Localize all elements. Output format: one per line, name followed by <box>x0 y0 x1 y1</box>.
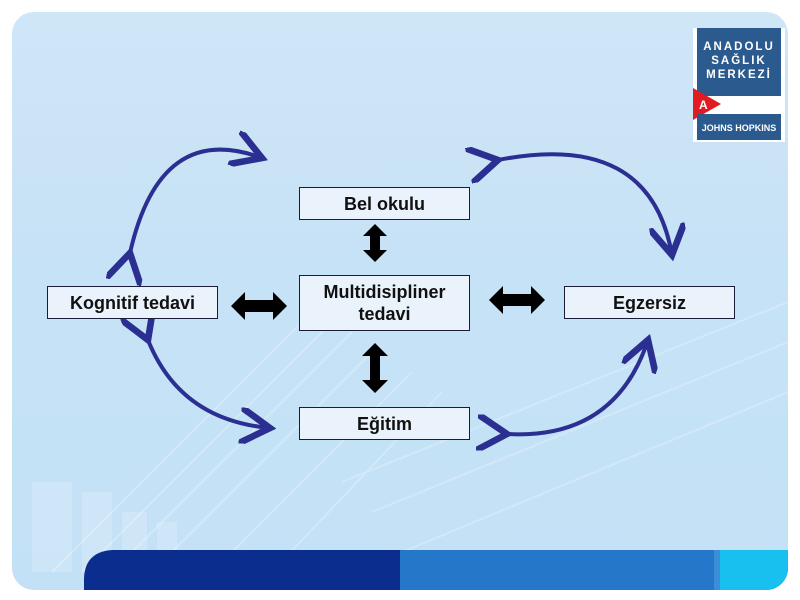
footer-mid <box>400 550 720 590</box>
node-multidisipliner-tedavi: Multidisipliner tedavi <box>299 275 470 331</box>
logo-line3: MERKEZİ <box>706 69 772 81</box>
curved-arrow-top-left <box>130 150 262 253</box>
node-kognitif-tedavi: Kognitif tedavi <box>47 286 218 319</box>
node-egitim-label: Eğitim <box>356 413 412 434</box>
double-arrow-bottom <box>362 343 388 393</box>
footer-band <box>84 550 788 590</box>
node-egzersiz-label: Egzersiz <box>612 292 687 313</box>
anadolu-logo: ANADOLU SAĞLIK MERKEZİ A JOHNS HOPKINS <box>693 28 785 142</box>
double-arrow-right <box>489 286 545 314</box>
svg-text:A: A <box>699 98 708 112</box>
footer-divider <box>714 550 720 590</box>
node-bel-okulu-label: Bel okulu <box>343 193 425 214</box>
curved-arrow-top-right <box>498 154 672 255</box>
node-egitim: Eğitim <box>299 407 470 440</box>
node-bel-okulu: Bel okulu <box>299 187 470 220</box>
background-pattern <box>32 301 788 573</box>
curved-arrow-bottom-right <box>507 340 648 434</box>
double-arrow-left <box>231 292 287 320</box>
logo-emblem-icon: A <box>693 88 721 120</box>
logo-line1: ANADOLU <box>703 41 775 53</box>
node-kognitif-tedavi-label: Kognitif tedavi <box>70 292 195 313</box>
node-multidisipliner-tedavi-label: Multidisipliner tedavi <box>323 282 446 324</box>
node-egzersiz: Egzersiz <box>564 286 735 319</box>
curved-arrow-bottom-left <box>148 340 270 428</box>
footer-light <box>720 550 788 590</box>
double-arrow-top <box>363 224 387 262</box>
logo-line2: SAĞLIK <box>711 55 767 67</box>
logo-partner: JOHNS HOPKINS <box>697 114 781 140</box>
logo-text-block: ANADOLU SAĞLIK MERKEZİ <box>697 28 781 96</box>
